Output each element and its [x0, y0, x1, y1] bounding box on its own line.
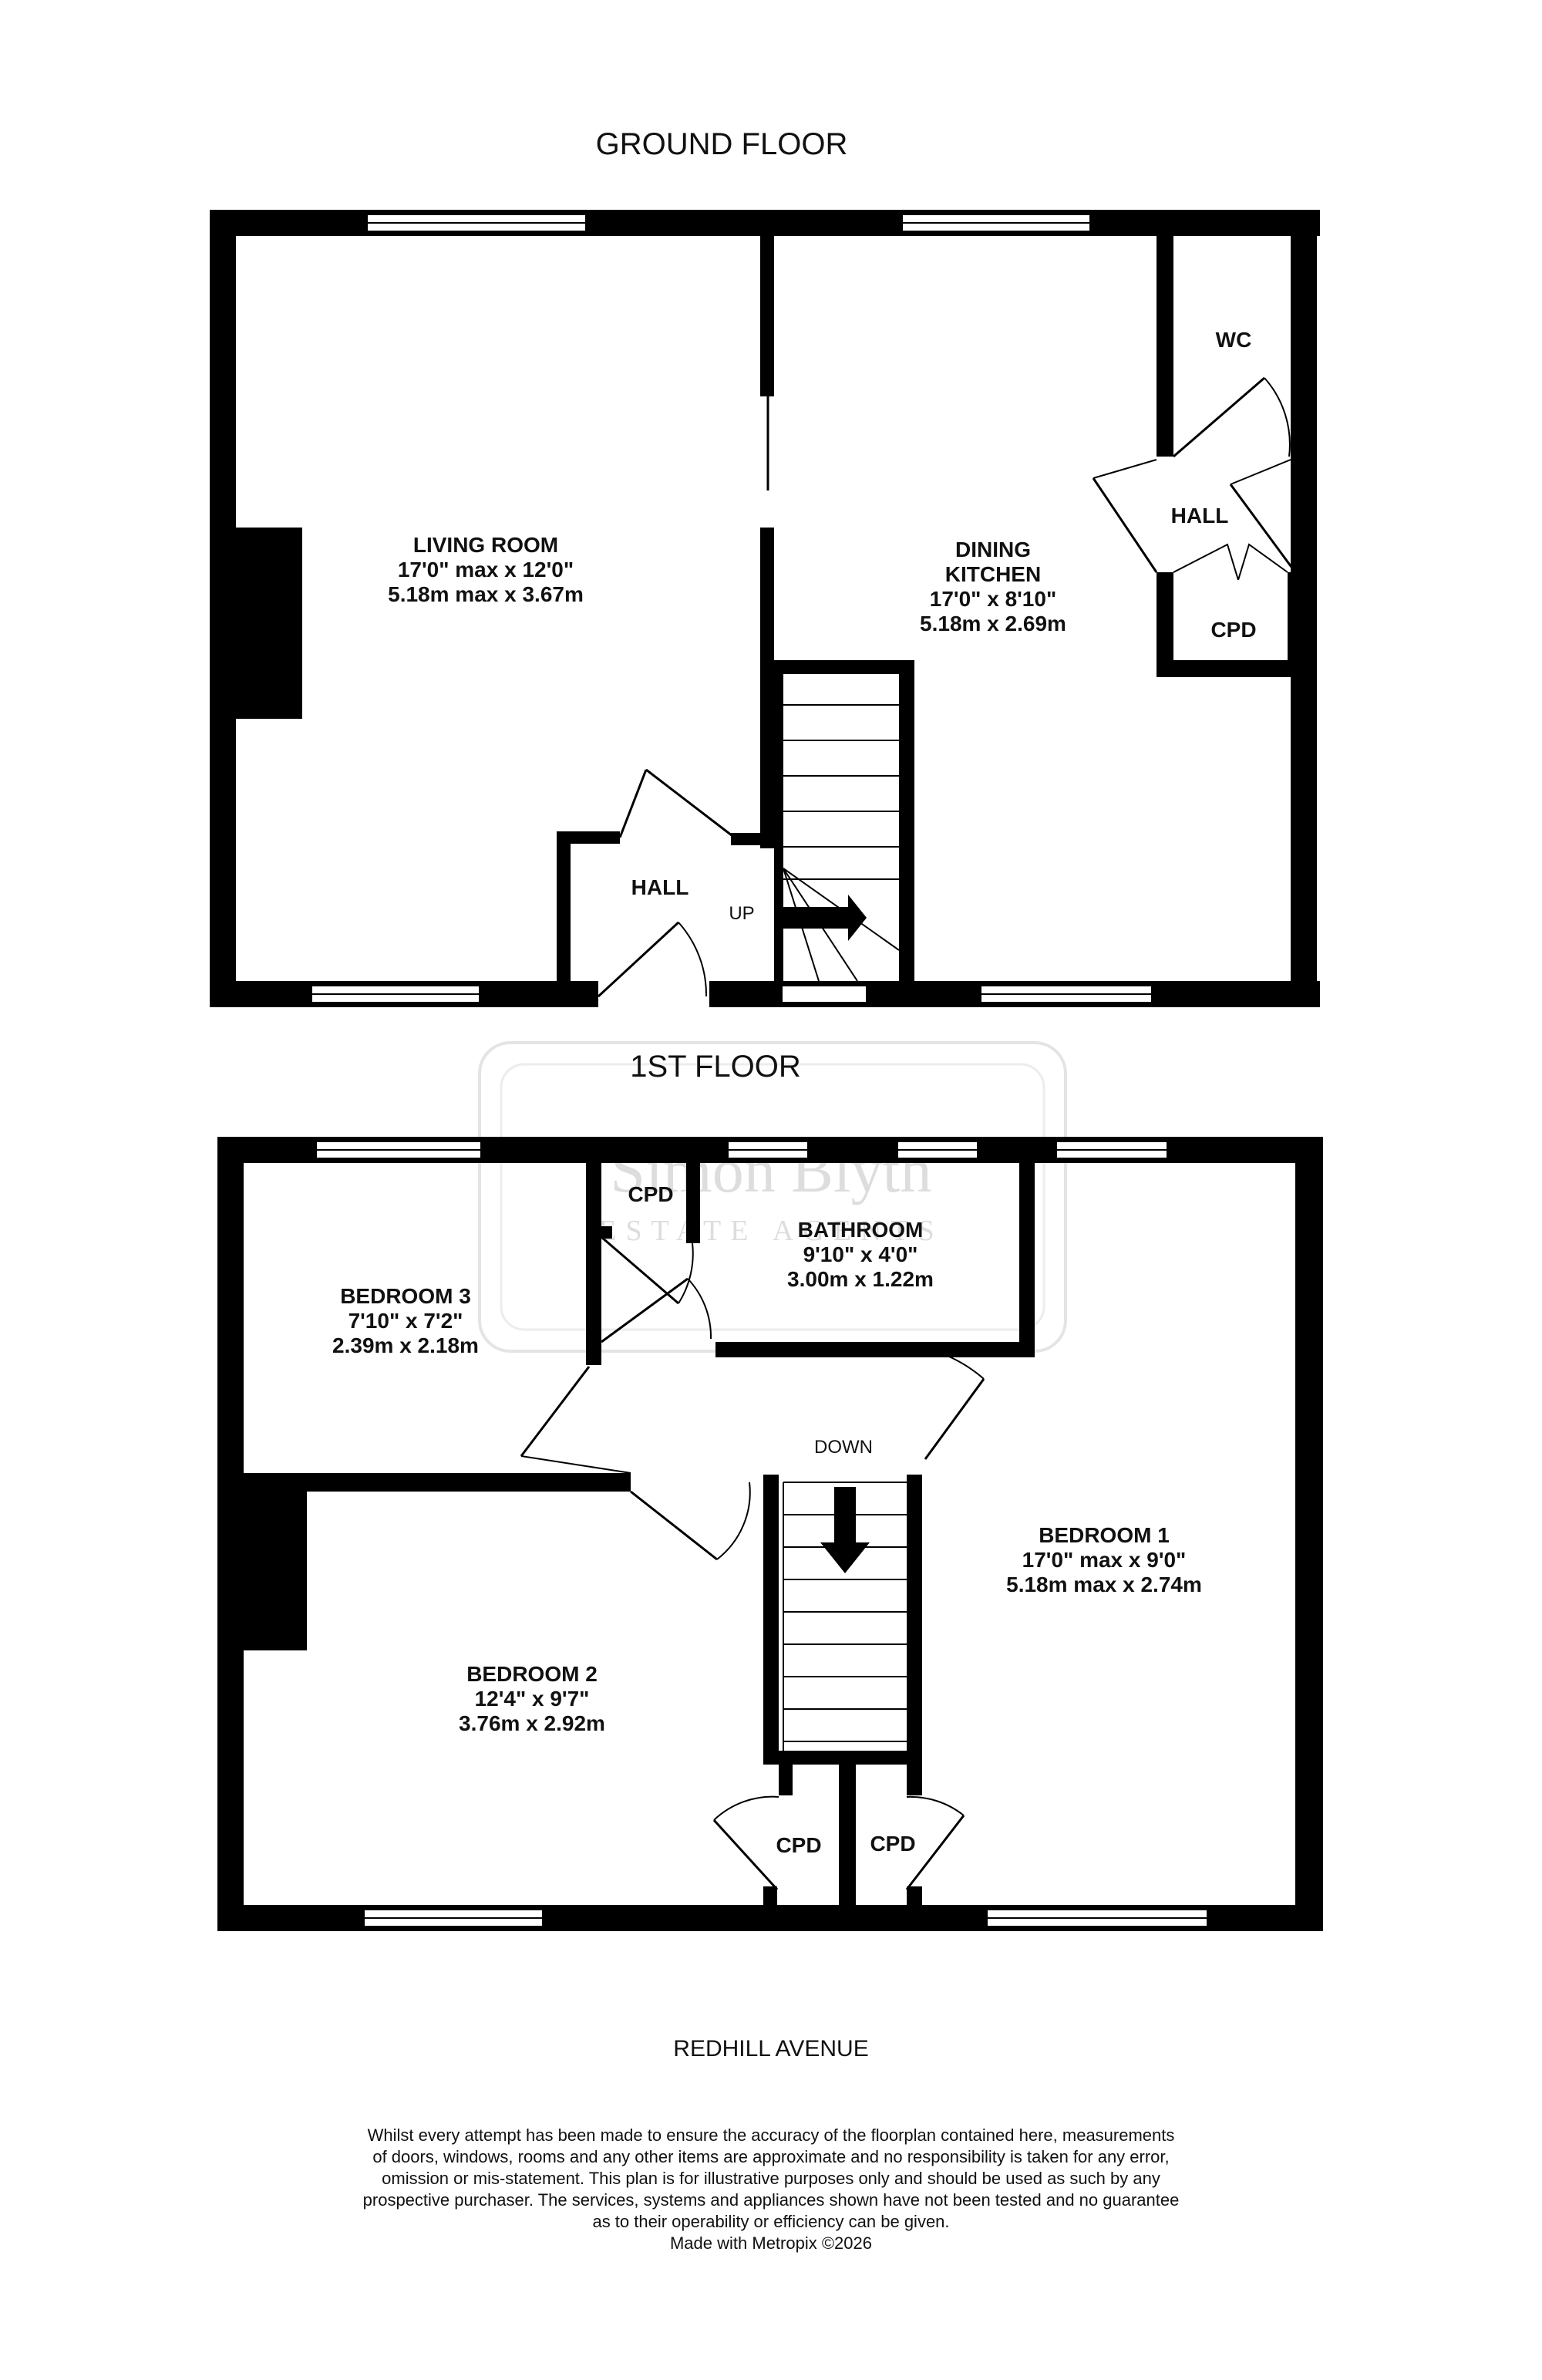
bathroom-metric: 3.00m x 1.22m: [787, 1267, 934, 1291]
ff-stair-wall-bottom: [763, 1751, 922, 1765]
cpd-right-label: CPD: [870, 1832, 915, 1856]
ff-wall-right: [1295, 1137, 1323, 1931]
chimney-breast-ground: [236, 528, 302, 719]
cpd-wall-left: [1156, 572, 1173, 677]
cpd-landing-label: CPD: [628, 1182, 673, 1206]
disclaimer-line: omission or mis-statement. This plan is …: [382, 2169, 1160, 2188]
living-room-metric: 5.18m max x 3.67m: [388, 582, 584, 606]
ff-stair-wall-left: [763, 1475, 779, 1765]
bedroom1-metric: 5.18m max x 2.74m: [1006, 1573, 1202, 1596]
disclaimer-line: prospective purchaser. The services, sys…: [363, 2190, 1180, 2210]
ground-floor-plan: LIVING ROOM 17'0" max x 12'0" 5.18m max …: [210, 210, 1320, 1009]
metropix-credit: Made with Metropix ©2026: [670, 2233, 872, 2253]
bathroom-imperial: 9'10" x 4'0": [803, 1242, 918, 1266]
cpd-right-door: [905, 1815, 965, 1890]
partition-upper: [760, 234, 774, 396]
stair-treads-first: [783, 1482, 907, 1751]
kitchen-name-2: KITCHEN: [945, 562, 1041, 586]
bedroom2-name: BEDROOM 2: [466, 1662, 598, 1686]
front-door-opening: [598, 979, 709, 1009]
bathroom-wall-bottom: [715, 1342, 1035, 1357]
bedroom2-imperial: 12'4" x 9'7": [475, 1687, 590, 1711]
wc-label: WC: [1216, 328, 1252, 352]
bedroom3-bedroom2-wall: [244, 1473, 631, 1492]
window-stairs-bottom: [781, 985, 867, 1003]
stairs-down-label: DOWN: [814, 1437, 873, 1458]
kitchen-name-1: DINING: [955, 538, 1031, 561]
first-floor-heading: 1ST FLOOR: [630, 1050, 801, 1084]
cpd-ground-label: CPD: [1210, 618, 1256, 642]
bedroom3-name: BEDROOM 3: [340, 1284, 471, 1308]
living-door: [618, 769, 648, 838]
watermark-line2: ESTATE AGENTS: [598, 1215, 943, 1247]
stair-wall-top: [774, 660, 913, 674]
ff-stair-wall-right: [907, 1475, 922, 1765]
watermark-inner-frame: [500, 1063, 1045, 1331]
cpd-left-door: [712, 1819, 779, 1891]
watermark: Simon Blyth ESTATE AGENTS: [478, 1041, 1067, 1353]
disclaimer-line: as to their operability or efficiency ca…: [592, 2212, 949, 2231]
entrance-hall-label: HALL: [631, 875, 689, 899]
chimney-breast-first: [244, 1479, 307, 1650]
rear-hall-door-left: [1092, 477, 1158, 573]
hall-wall: [557, 831, 571, 981]
first-floor-plan: BEDROOM 3 7'10" x 7'2" 2.39m x 2.18m BAT…: [217, 1137, 1323, 1931]
stairs-up-arrow: [783, 895, 867, 941]
bedroom1-name: BEDROOM 1: [1039, 1523, 1170, 1547]
bedroom3-metric: 2.39m x 2.18m: [332, 1333, 479, 1357]
stair-wall-left: [774, 660, 783, 984]
cpd-landing-door: [601, 1236, 679, 1305]
stairs-up-label: UP: [729, 903, 754, 924]
living-room-imperial: 17'0" max x 12'0": [398, 558, 574, 582]
disclaimer: Whilst every attempt has been made to en…: [363, 2125, 1180, 2253]
front-door: [597, 921, 680, 998]
cpd-double-doors: [1173, 543, 1239, 581]
living-room-name: LIVING ROOM: [413, 533, 558, 557]
kitchen-metric: 5.18m x 2.69m: [920, 612, 1066, 635]
bedroom3-door: [601, 1277, 689, 1343]
cpd-wall-bottom: [1156, 660, 1291, 677]
wall-left: [210, 210, 236, 1007]
stair-treads-ground: [783, 704, 900, 982]
bathroom-name: BATHROOM: [798, 1218, 924, 1242]
bedroom3-imperial: 7'10" x 7'2": [348, 1309, 463, 1333]
ground-floor-heading: GROUND FLOOR: [596, 127, 848, 161]
wc-wall-left: [1156, 231, 1173, 457]
cpd-landing-wall-left: [586, 1163, 601, 1365]
stair-wall-right: [899, 660, 914, 981]
ff-wall-left: [217, 1137, 244, 1931]
bedroom2-metric: 3.76m x 2.92m: [459, 1711, 605, 1735]
kitchen-imperial: 17'0" x 8'10": [930, 587, 1056, 611]
street-name: REDHILL AVENUE: [673, 2036, 868, 2061]
bedroom1-imperial: 17'0" max x 9'0": [1022, 1548, 1187, 1572]
stairs-down-arrow: [820, 1487, 870, 1573]
cpd-divider: [839, 1765, 856, 1905]
disclaimer-line: Whilst every attempt has been made to en…: [368, 2125, 1175, 2145]
cpd-left-label: CPD: [776, 1833, 821, 1857]
landing-door-bedroom2: [630, 1490, 718, 1561]
rear-hall-door-right: [1229, 484, 1297, 573]
landing-door-bedroom3: [520, 1366, 591, 1457]
bathroom-wall-right: [1019, 1163, 1035, 1357]
partition-lower: [760, 528, 774, 836]
disclaimer-line: of doors, windows, rooms and any other i…: [372, 2147, 1169, 2166]
rear-hall-label: HALL: [1171, 504, 1229, 528]
cpd-landing-wall-right: [686, 1163, 700, 1243]
wc-door: [1173, 376, 1265, 458]
landing-door-bedroom1: [924, 1378, 985, 1460]
